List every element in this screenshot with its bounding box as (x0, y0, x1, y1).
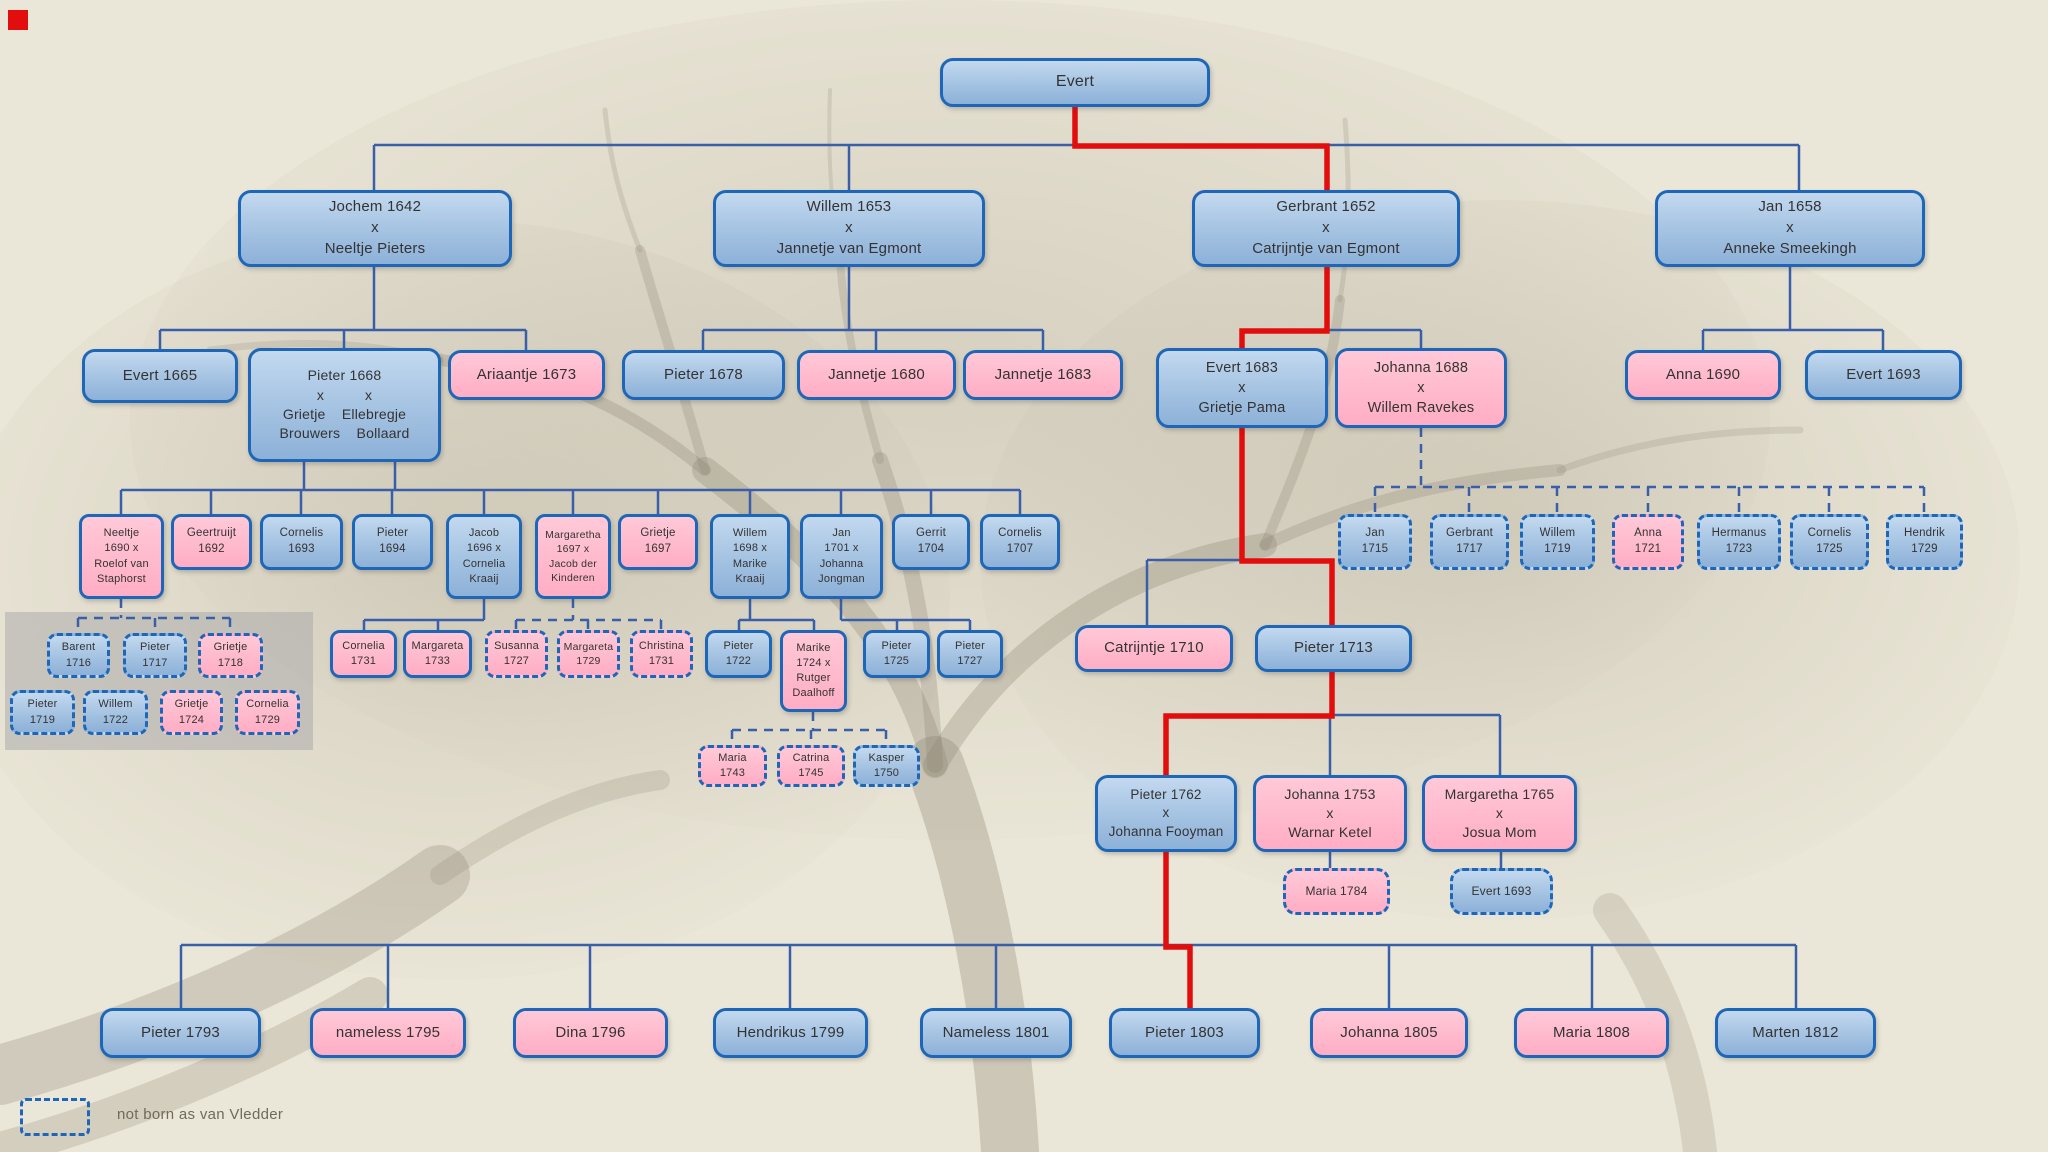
person-jan-1701[interactable]: Jan 1701 x Johanna Jongman (800, 514, 883, 599)
person-nameless-1801[interactable]: Nameless 1801 (920, 1008, 1072, 1058)
person-evert-top[interactable]: Evert (940, 58, 1210, 107)
person-pieter-1713[interactable]: Pieter 1713 (1255, 625, 1412, 672)
person-evert-1693[interactable]: Evert 1693 (1805, 350, 1962, 400)
person-anna-1721[interactable]: Anna 1721 (1612, 514, 1684, 570)
person-cornelis-1707[interactable]: Cornelis 1707 (980, 514, 1060, 570)
person-gerbrant-1717[interactable]: Gerbrant 1717 (1430, 514, 1509, 570)
person-pieter-1727[interactable]: Pieter 1727 (937, 630, 1003, 678)
person-margaretha-1697[interactable]: Margaretha 1697 x Jacob der Kinderen (535, 514, 611, 599)
person-pieter-1803[interactable]: Pieter 1803 (1109, 1008, 1260, 1058)
person-evert-1693-child[interactable]: Evert 1693 (1450, 868, 1553, 915)
person-grietje-1697[interactable]: Grietje 1697 (618, 514, 698, 570)
person-grietje-1718[interactable]: Grietje 1718 (198, 633, 263, 678)
person-pieter-1722[interactable]: Pieter 1722 (705, 630, 772, 678)
person-evert-1665[interactable]: Evert 1665 (82, 349, 238, 403)
person-marike-1724[interactable]: Marike 1724 x Rutger Daalhoff (780, 630, 847, 712)
person-pieter-1762[interactable]: Pieter 1762 x Johanna Fooyman (1095, 775, 1237, 852)
person-anna-1690[interactable]: Anna 1690 (1625, 350, 1781, 400)
person-jannetje-1683[interactable]: Jannetje 1683 (963, 350, 1123, 400)
person-pieter-1719[interactable]: Pieter 1719 (10, 690, 75, 735)
person-johanna-1805[interactable]: Johanna 1805 (1310, 1008, 1468, 1058)
person-willem-1653[interactable]: Willem 1653 x Jannetje van Egmont (713, 190, 985, 267)
person-susanna-1727[interactable]: Susanna 1727 (485, 630, 548, 678)
person-jannetje-1680[interactable]: Jannetje 1680 (797, 350, 956, 400)
person-cornelis-1693[interactable]: Cornelis 1693 (260, 514, 343, 570)
person-jan-1658[interactable]: Jan 1658 x Anneke Smeekingh (1655, 190, 1925, 267)
person-catrina-1745[interactable]: Catrina 1745 (777, 745, 845, 787)
person-johanna-1688[interactable]: Johanna 1688 x Willem Ravekes (1335, 348, 1507, 428)
person-willem-1698[interactable]: Willem 1698 x Marike Kraaij (710, 514, 790, 599)
person-margareta-1729[interactable]: Margareta 1729 (557, 630, 620, 678)
person-hendrik-1729[interactable]: Hendrik 1729 (1886, 514, 1963, 570)
person-pieter-1678[interactable]: Pieter 1678 (622, 350, 785, 400)
person-grietje-1724[interactable]: Grietje 1724 (160, 690, 223, 735)
person-maria-1784[interactable]: Maria 1784 (1283, 868, 1390, 915)
person-pieter-1717[interactable]: Pieter 1717 (123, 633, 187, 678)
person-margaretha-1765[interactable]: Margaretha 1765 x Josua Mom (1422, 775, 1577, 852)
person-cornelia-1729[interactable]: Cornelia 1729 (235, 690, 300, 735)
person-johanna-1753[interactable]: Johanna 1753 x Warnar Ketel (1253, 775, 1407, 852)
person-hermanus-1723[interactable]: Hermanus 1723 (1697, 514, 1781, 570)
highlighted-lineage-line (1072, 107, 1335, 1015)
person-barent-1716[interactable]: Barent 1716 (47, 633, 110, 678)
person-willem-1722[interactable]: Willem 1722 (83, 690, 148, 735)
person-jacob-1696[interactable]: Jacob 1696 x Cornelia Kraaij (446, 514, 522, 599)
person-christina-1731[interactable]: Christina 1731 (630, 630, 693, 678)
person-cornelis-1725[interactable]: Cornelis 1725 (1790, 514, 1869, 570)
person-catrijntje-1710[interactable]: Catrijntje 1710 (1075, 625, 1233, 672)
legend-label: not born as van Vledder (117, 1106, 284, 1123)
person-maria-1808[interactable]: Maria 1808 (1514, 1008, 1669, 1058)
person-marten-1812[interactable]: Marten 1812 (1715, 1008, 1876, 1058)
person-pieter-1668[interactable]: Pieter 1668 x x Grietje Ellebregje Brouw… (248, 348, 441, 462)
person-pieter-1793[interactable]: Pieter 1793 (100, 1008, 261, 1058)
person-gerbrant-1652[interactable]: Gerbrant 1652 x Catrijntje van Egmont (1192, 190, 1460, 267)
person-hendrikus-1799[interactable]: Hendrikus 1799 (713, 1008, 868, 1058)
person-gerrit-1704[interactable]: Gerrit 1704 (892, 514, 970, 570)
red-corner-marker (8, 10, 28, 30)
person-margareta-1733[interactable]: Margareta 1733 (403, 630, 472, 678)
legend-dashed-box (20, 1098, 90, 1136)
person-evert-1683[interactable]: Evert 1683 x Grietje Pama (1156, 348, 1328, 428)
person-geertruijt-1692[interactable]: Geertruijt 1692 (171, 514, 252, 570)
person-cornelia-1731[interactable]: Cornelia 1731 (330, 630, 397, 678)
person-nameless-1795[interactable]: nameless 1795 (310, 1008, 466, 1058)
person-pieter-1694[interactable]: Pieter 1694 (352, 514, 433, 570)
person-dina-1796[interactable]: Dina 1796 (513, 1008, 668, 1058)
person-kasper-1750[interactable]: Kasper 1750 (853, 745, 920, 787)
person-maria-1743[interactable]: Maria 1743 (698, 745, 767, 787)
person-jan-1715[interactable]: Jan 1715 (1338, 514, 1412, 570)
person-ariaantje-1673[interactable]: Ariaantje 1673 (448, 350, 605, 400)
person-jochem-1642[interactable]: Jochem 1642 x Neeltje Pieters (238, 190, 512, 267)
person-neeltje-1690[interactable]: Neeltje 1690 x Roelof van Staphorst (79, 514, 164, 599)
person-willem-1719[interactable]: Willem 1719 (1520, 514, 1595, 570)
person-pieter-1725[interactable]: Pieter 1725 (863, 630, 930, 678)
